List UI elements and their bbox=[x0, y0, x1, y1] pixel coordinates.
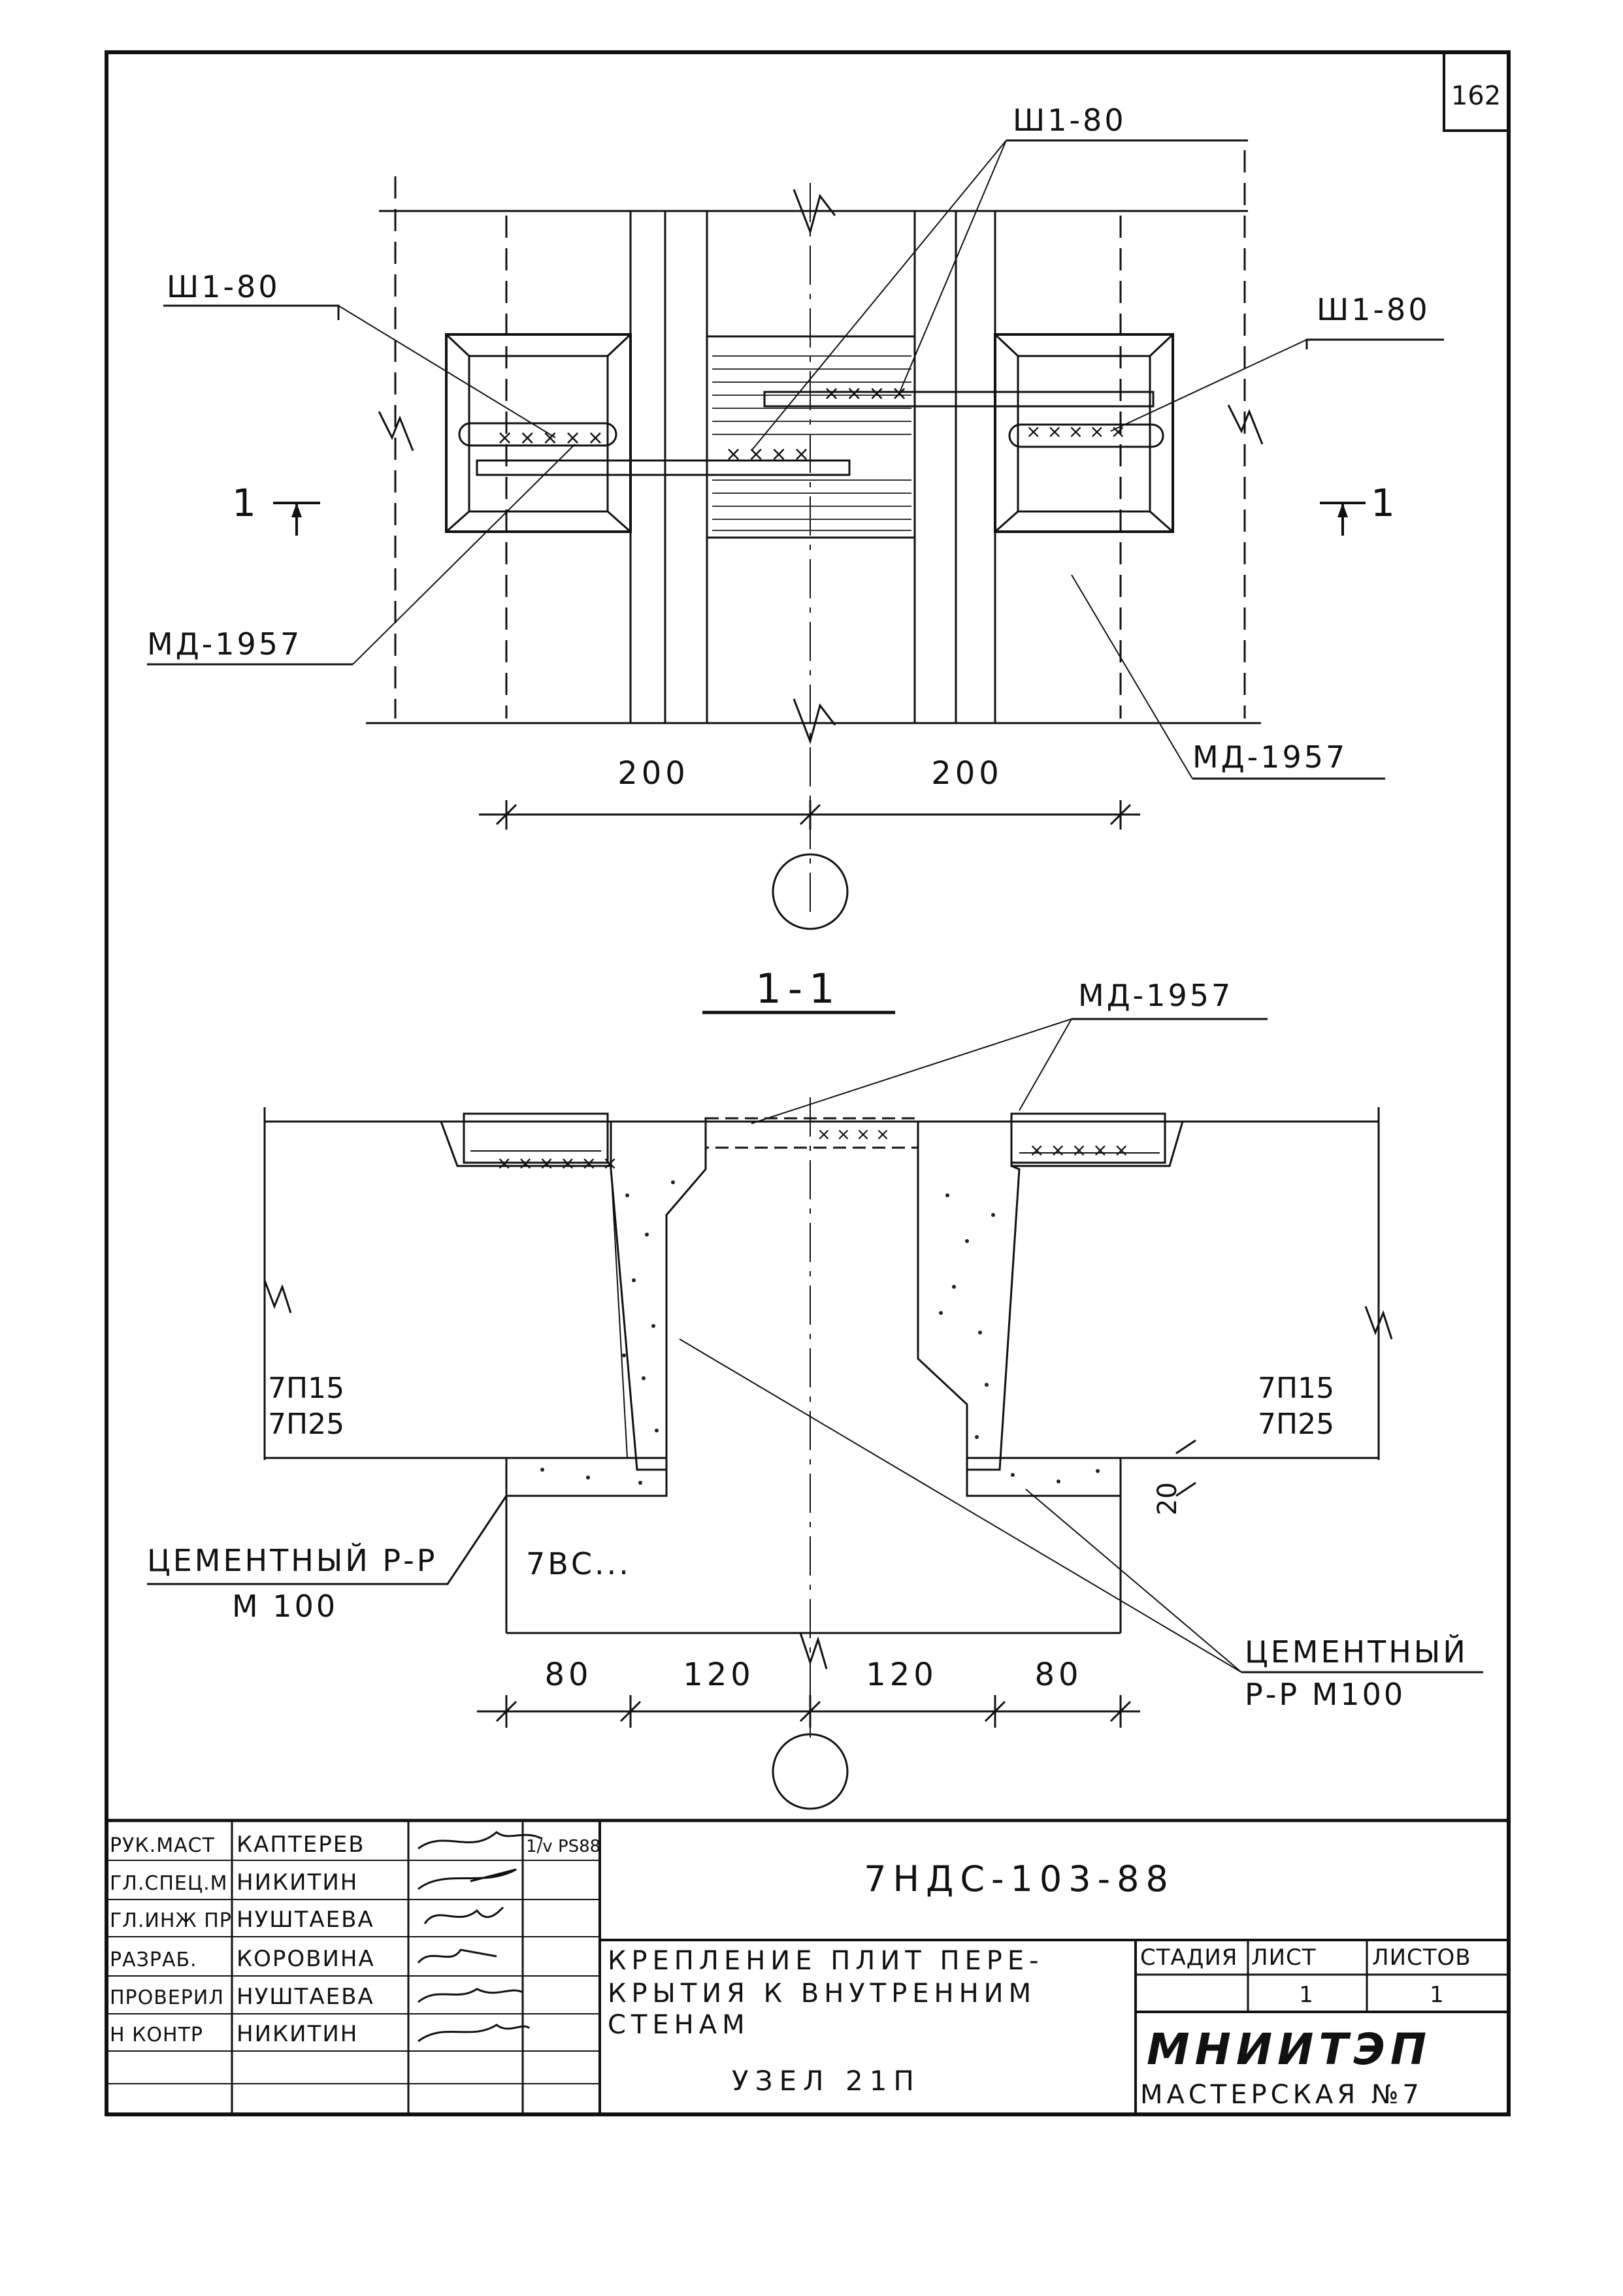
role-4: РАЗРАБ. bbox=[110, 1948, 197, 1971]
label-md-left: МД-1957 bbox=[147, 626, 302, 662]
title-block: РУК.МАСТ КАПТЕРЕВ ГЛ.СПЕЦ.М НИКИТИН ГЛ.И… bbox=[107, 1819, 1509, 2114]
anchor-right bbox=[763, 391, 1155, 408]
section-dim-4: 80 bbox=[1034, 1657, 1082, 1693]
value-sheet: 1 bbox=[1299, 1982, 1315, 2008]
label-anchor-left: Ш1-80 bbox=[167, 269, 280, 304]
weld-marks: × × × × bbox=[823, 382, 908, 405]
name-1: КАПТЕРЕВ bbox=[237, 1832, 365, 1858]
workshop-name: МАСТЕРСКАЯ №7 bbox=[1140, 2080, 1423, 2110]
plan-labels: Ш1-80 Ш1-80 Ш1-80 МД-1957 МД-1957 1 1 20… bbox=[147, 103, 1430, 792]
label-panel-right-2: 7П25 bbox=[1258, 1408, 1334, 1441]
label-gap: 20 bbox=[1153, 1482, 1183, 1515]
value-sheets: 1 bbox=[1430, 1982, 1445, 2008]
concrete-fill bbox=[540, 1180, 1100, 1485]
node-label: УЗЕЛ 21П bbox=[732, 2065, 921, 2097]
weld-pad-left bbox=[458, 422, 617, 447]
role-5: ПРОВЕРИЛ bbox=[110, 1986, 224, 2009]
description-line-3: СТЕНАМ bbox=[608, 2010, 750, 2040]
label-panel-right-1: 7П15 bbox=[1258, 1372, 1334, 1405]
label-mortar-right-2: Р-Р М100 bbox=[1245, 1677, 1405, 1712]
axis-bubble-section bbox=[772, 1733, 849, 1810]
header-stage: СТАДИЯ bbox=[1140, 1945, 1238, 1971]
description-line-2: КРЫТИЯ К ВНУТРЕННИМ bbox=[608, 1979, 1036, 2009]
role-3: ГЛ.ИНЖ ПР bbox=[110, 1909, 232, 1932]
role-2: ГЛ.СПЕЦ.М bbox=[110, 1872, 228, 1895]
org-name: МНИИТЭП bbox=[1147, 2024, 1432, 2075]
weld-marks: × × × × × bbox=[1026, 421, 1126, 442]
sheet-number: 162 bbox=[1451, 81, 1501, 111]
plan-joint-hatch bbox=[712, 355, 911, 531]
weld-marks: × × × × × bbox=[497, 427, 604, 449]
label-panel-left-2: 7П25 bbox=[268, 1408, 344, 1441]
section-dim-1: 80 bbox=[544, 1657, 592, 1693]
header-sheet: ЛИСТ bbox=[1251, 1945, 1317, 1971]
sheet-frame: 162 bbox=[105, 50, 1511, 2116]
label-md-section: МД-1957 bbox=[1078, 978, 1233, 1013]
svg-text:× × × × ×: × × × × × bbox=[1029, 1139, 1129, 1161]
label-mortar-left-2: М 100 bbox=[232, 1589, 338, 1624]
section-view: × × × × × × × × × × × × × × × bbox=[147, 1011, 1483, 1810]
header-sheets: ЛИСТОВ bbox=[1372, 1945, 1471, 1971]
label-mortar-left-1: ЦЕМЕНТНЫЙ Р-Р bbox=[147, 1543, 438, 1578]
description-line-1: КРЕПЛЕНИЕ ПЛИТ ПЕРЕ- bbox=[608, 1946, 1044, 1976]
cut-label-right: 1 bbox=[1371, 481, 1395, 525]
date-note: 1/v PS88 bbox=[526, 1837, 600, 1856]
name-4: КОРОВИНА bbox=[237, 1946, 375, 1972]
name-3: НУШТАЕВА bbox=[237, 1907, 374, 1933]
weld-pad-right bbox=[1008, 423, 1164, 448]
plan-dim-left: 200 bbox=[617, 755, 689, 792]
weld-marks: × × × × bbox=[725, 443, 810, 466]
svg-text:× × × ×: × × × × bbox=[817, 1125, 890, 1144]
name-2: НИКИТИН bbox=[237, 1869, 358, 1896]
plan-view: × × × × × × × × × × × × × × × × × × bbox=[147, 139, 1444, 930]
section-dim-2: 120 bbox=[683, 1657, 755, 1693]
axis-bubble-plan bbox=[772, 853, 849, 930]
name-6: НИКИТИН bbox=[237, 2021, 358, 2047]
label-anchor-right: Ш1-80 bbox=[1317, 292, 1430, 327]
label-md-right: МД-1957 bbox=[1192, 739, 1347, 775]
name-5: НУШТАЕВА bbox=[237, 1984, 374, 2010]
plan-dim-right: 200 bbox=[931, 755, 1003, 792]
label-anchor-top: Ш1-80 bbox=[1013, 103, 1126, 138]
label-wall: 7ВС... bbox=[526, 1546, 631, 1581]
drawing-code: 7НДС-103-88 bbox=[864, 1858, 1175, 1900]
section-labels: 1-1 МД-1957 7П15 7П25 7П15 7П25 ЦЕМЕНТНЫ… bbox=[147, 965, 1468, 1712]
svg-text:× × × × × ×: × × × × × × bbox=[497, 1152, 617, 1174]
label-panel-left-1: 7П15 bbox=[268, 1372, 344, 1405]
signatures bbox=[417, 1831, 543, 2043]
cut-label-left: 1 bbox=[232, 481, 256, 525]
section-title: 1-1 bbox=[755, 965, 841, 1012]
role-1: РУК.МАСТ bbox=[110, 1834, 215, 1857]
anchor-left bbox=[476, 459, 851, 476]
role-6: Н КОНТР bbox=[110, 2024, 203, 2046]
label-mortar-right-1: ЦЕМЕНТНЫЙ bbox=[1245, 1634, 1468, 1670]
section-dim-3: 120 bbox=[866, 1657, 938, 1693]
